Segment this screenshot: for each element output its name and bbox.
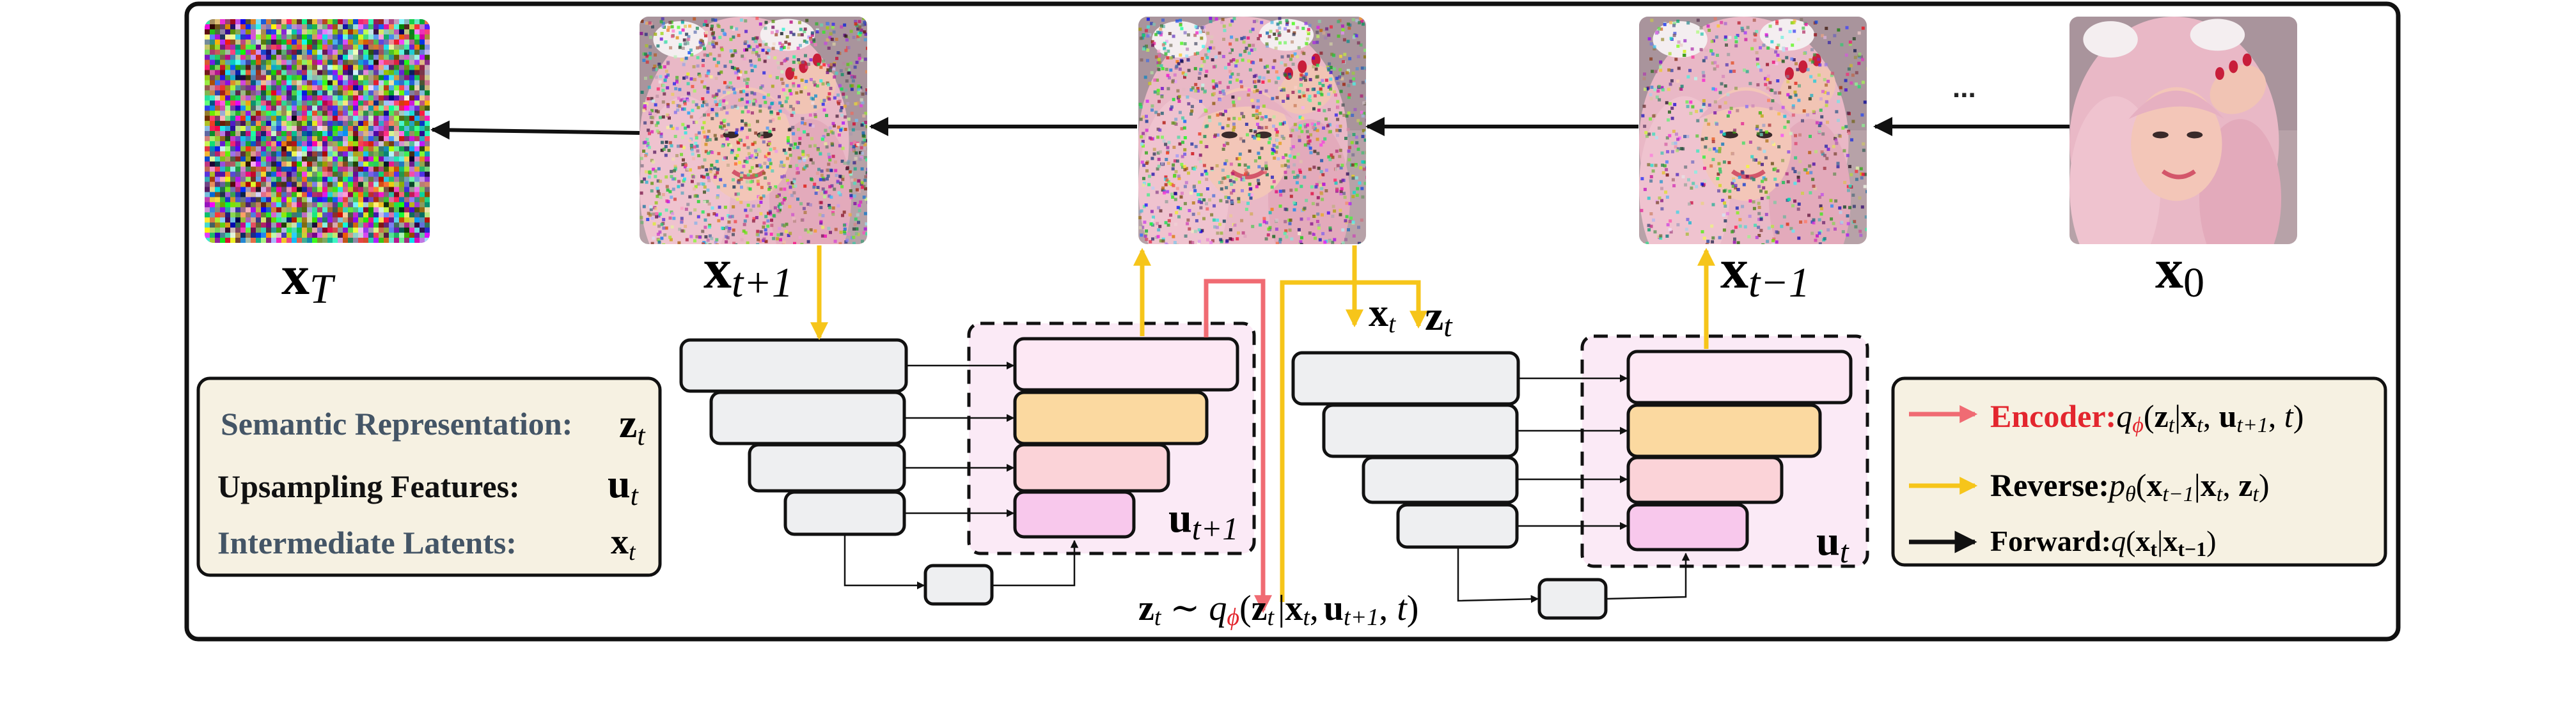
legend-upsampling-symbol: ut — [608, 461, 640, 511]
legend-right — [1891, 376, 2387, 567]
legend-left — [196, 376, 662, 577]
unet-left-bottleneck-in — [844, 534, 925, 590]
unet-right-bottleneck-out — [1605, 552, 1690, 600]
noise-image-xT — [205, 19, 430, 243]
unet-left-bottleneck-out — [992, 539, 1079, 587]
unet-left-u-label: ut+1 — [1168, 495, 1238, 546]
sample-formula: zt∼qϕ(zt|xt,ut+1, t) — [1138, 589, 1418, 631]
unet-right-u-label: ut — [1816, 518, 1850, 569]
image-xt1 — [640, 17, 867, 244]
image-xT — [205, 19, 430, 243]
unet-right-input-z: zt — [1425, 293, 1453, 343]
legend-semantic-label: Semantic Representation: — [221, 406, 572, 442]
legend-reverse: Reverse:pθ(xt−1|xt, zt) — [1990, 467, 2270, 506]
unet-left-decoder — [1013, 337, 1239, 539]
label-xt1: xt+1 — [703, 238, 793, 306]
unet-right-input-x: xt — [1369, 291, 1396, 338]
unet-right-decoder — [1626, 350, 1853, 552]
label-x0: x0 — [2155, 238, 2204, 306]
legend-forward: Forward:q(xt|xt−1) — [1990, 525, 2216, 560]
unet-right-bottleneck — [1537, 578, 1608, 620]
reverse-arrow-z-route — [1280, 280, 1427, 602]
legend-latents-symbol: xt — [611, 522, 636, 566]
unet-left-bottleneck — [923, 564, 994, 606]
unet-right-skips — [1517, 374, 1628, 530]
label-xT: xT — [281, 245, 336, 313]
unet-left-skips — [904, 361, 1015, 518]
forward-arrow-1 — [430, 120, 640, 140]
image-xtm1 — [1639, 17, 1867, 244]
encoder-arrow — [1204, 279, 1272, 614]
legend-latents-label: Intermediate Latents: — [217, 525, 517, 560]
ellipsis: ... — [1952, 72, 1976, 104]
unet-right-bottleneck-in — [1457, 547, 1539, 603]
legend-encoder: Encoder:qϕ(zt|xt, ut+1, t) — [1990, 398, 2304, 437]
image-xt — [1138, 17, 1366, 244]
legend-semantic-symbol: zt — [619, 401, 646, 451]
image-x0 — [2069, 17, 2297, 244]
unet-right-encoder — [1291, 351, 1520, 549]
legend-upsampling-label: Upsampling Features: — [217, 468, 520, 504]
label-xtm1: xt−1 — [1720, 238, 1810, 306]
